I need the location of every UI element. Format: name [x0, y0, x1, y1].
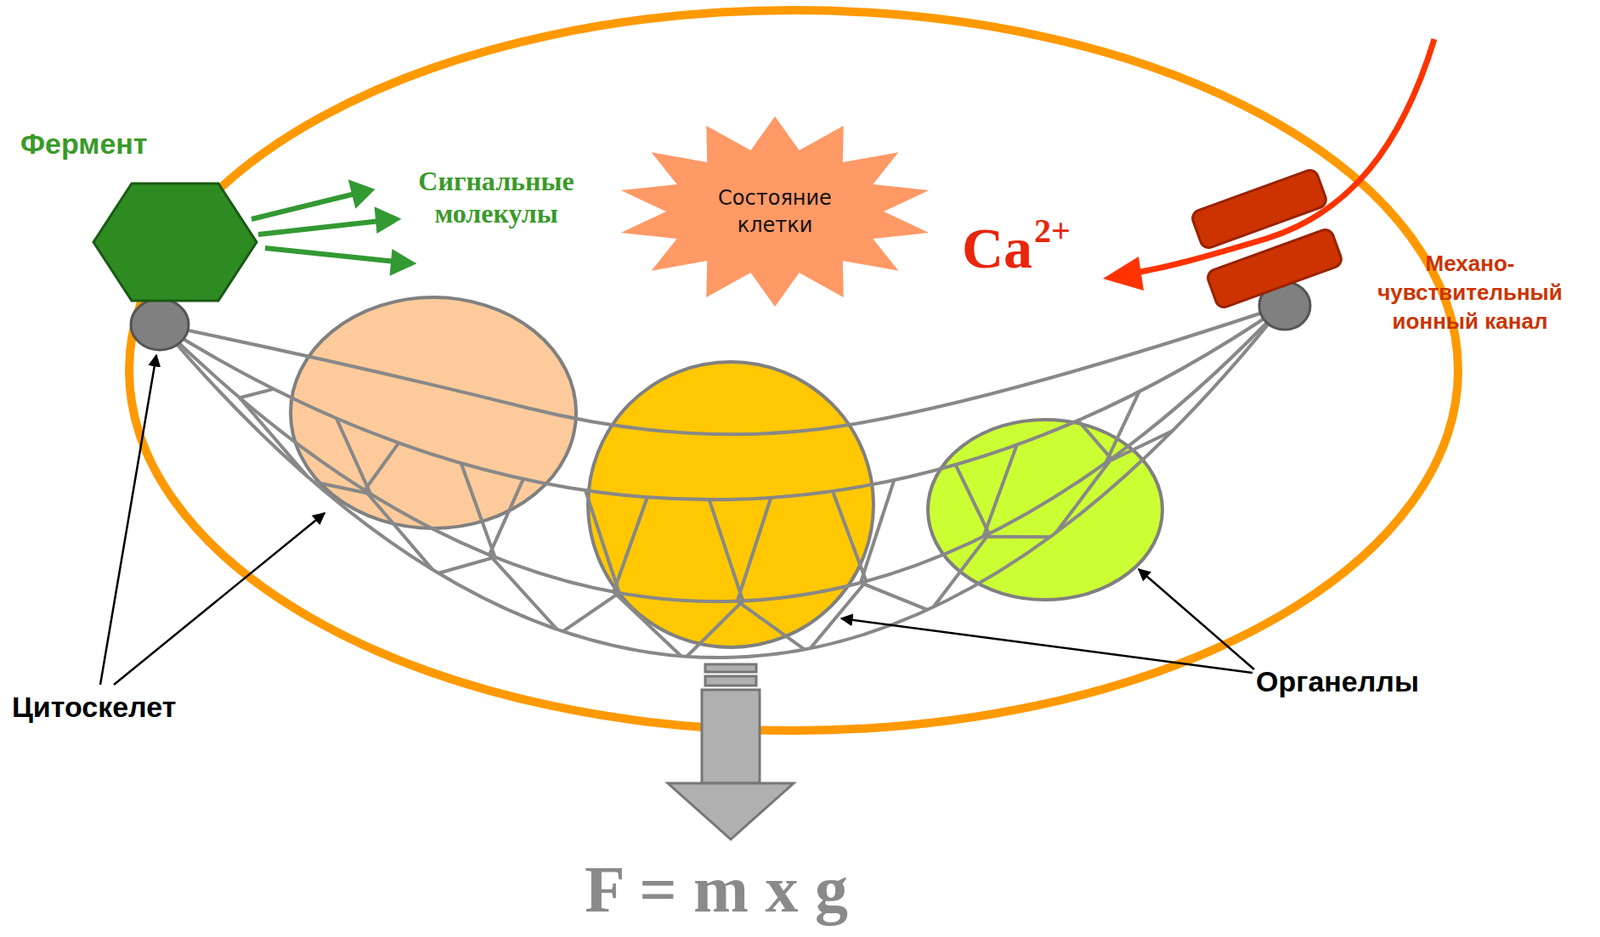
cytoskeleton-label: Цитоскелет — [11, 689, 176, 725]
anchor-left — [130, 299, 189, 351]
calcium-flow-arrow — [1130, 39, 1435, 274]
formula-label: F = m x g — [526, 853, 906, 927]
organelles-label: Органеллы — [1255, 664, 1420, 700]
calcium-label: Ca — [961, 219, 1033, 278]
ion-channel — [1186, 152, 1348, 315]
leader-lines — [100, 355, 1255, 685]
mechanosensitive-channel-node: Механо- чувствительный ионный канал — [1186, 144, 1598, 342]
calcium-charge: 2+ — [1034, 214, 1071, 249]
cell-state-star: Состояние клетки — [615, 115, 935, 308]
organelle-yellow — [587, 361, 874, 648]
enzyme-hexagon — [91, 181, 262, 303]
gravity-arrow — [667, 664, 794, 840]
node-label: Механо- чувствительный ионный канал — [1345, 249, 1595, 336]
star-shape — [615, 115, 935, 308]
calcium-arrowhead — [1102, 256, 1144, 291]
signal-molecules-label: Сигнальные молекулы — [387, 164, 605, 231]
cytoskeleton-net — [159, 305, 1284, 658]
cell-membrane — [129, 10, 1459, 731]
enzyme-node: Фермент — [16, 127, 266, 308]
signal-arrows — [251, 183, 412, 272]
node-label: Состояние клетки — [698, 184, 852, 240]
node-label: Фермент — [20, 127, 148, 161]
organelle-peach — [290, 297, 577, 529]
